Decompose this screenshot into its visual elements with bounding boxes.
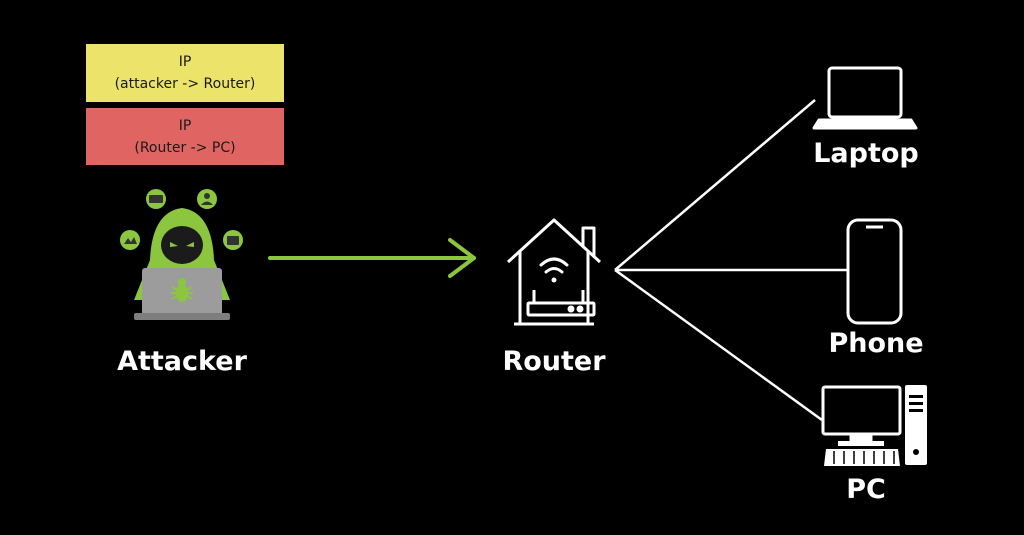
attacker-label: Attacker — [117, 346, 247, 377]
packet-route: (attacker -> Router) — [114, 76, 256, 92]
phone-label: Phone — [828, 328, 924, 359]
link-router-laptop — [614, 99, 816, 271]
hacker-icon — [120, 189, 243, 320]
packet-header-attacker-router: IP (attacker -> Router) — [86, 44, 284, 102]
phone-icon — [846, 218, 903, 325]
laptop-icon — [812, 66, 918, 130]
packet-title: IP — [178, 117, 192, 134]
packet-route: (Router -> PC) — [134, 139, 236, 156]
bug-icon — [171, 278, 193, 302]
attack-arrow — [268, 238, 476, 278]
router-label: Router — [502, 346, 606, 377]
link-router-pc — [614, 268, 823, 422]
pc-icon — [821, 385, 927, 466]
packet-header-router-pc: IP (Router -> PC) — [86, 108, 284, 165]
router-icon — [506, 218, 602, 326]
packet-title: IP — [178, 54, 192, 70]
wifi-icon — [539, 257, 569, 283]
laptop-label: Laptop — [813, 138, 919, 169]
pc-label: PC — [846, 474, 886, 505]
